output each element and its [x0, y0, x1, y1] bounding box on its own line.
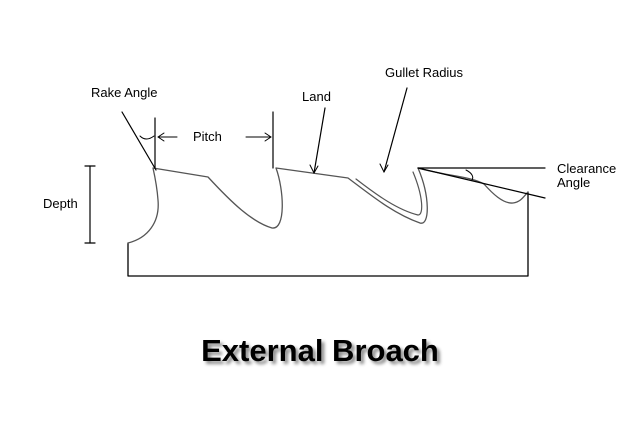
broach-body-outline: [127, 191, 529, 277]
gullet-radius-leader-line: [383, 87, 408, 173]
land-leader-arrowhead: [309, 164, 319, 174]
land-label: Land: [302, 89, 331, 104]
clearance-angle-label-line1: Clearance: [557, 161, 617, 176]
rake-angle-arc: [139, 135, 155, 140]
land-leader-line: [313, 107, 326, 174]
depth-label: Depth: [43, 196, 78, 211]
gullet-radius-label: Gullet Radius: [385, 65, 464, 80]
clearance-angle-label-line2: Angle: [557, 175, 591, 190]
gullet-radius-leader-arrowhead: [379, 163, 389, 173]
pitch-left-arrowhead: [157, 132, 165, 142]
rake-angle-label: Rake Angle: [91, 85, 158, 100]
pitch-right-arrowhead: [264, 132, 272, 142]
pitch-label: Pitch: [193, 129, 222, 144]
diagram-title: External Broach: [201, 333, 439, 368]
rake-angle-line: [121, 111, 157, 171]
gullet-inner-line: [355, 171, 423, 216]
tooth-profile: [127, 167, 529, 244]
clearance-angle-line: [417, 167, 546, 199]
clearance-tip-arc: [465, 169, 474, 181]
